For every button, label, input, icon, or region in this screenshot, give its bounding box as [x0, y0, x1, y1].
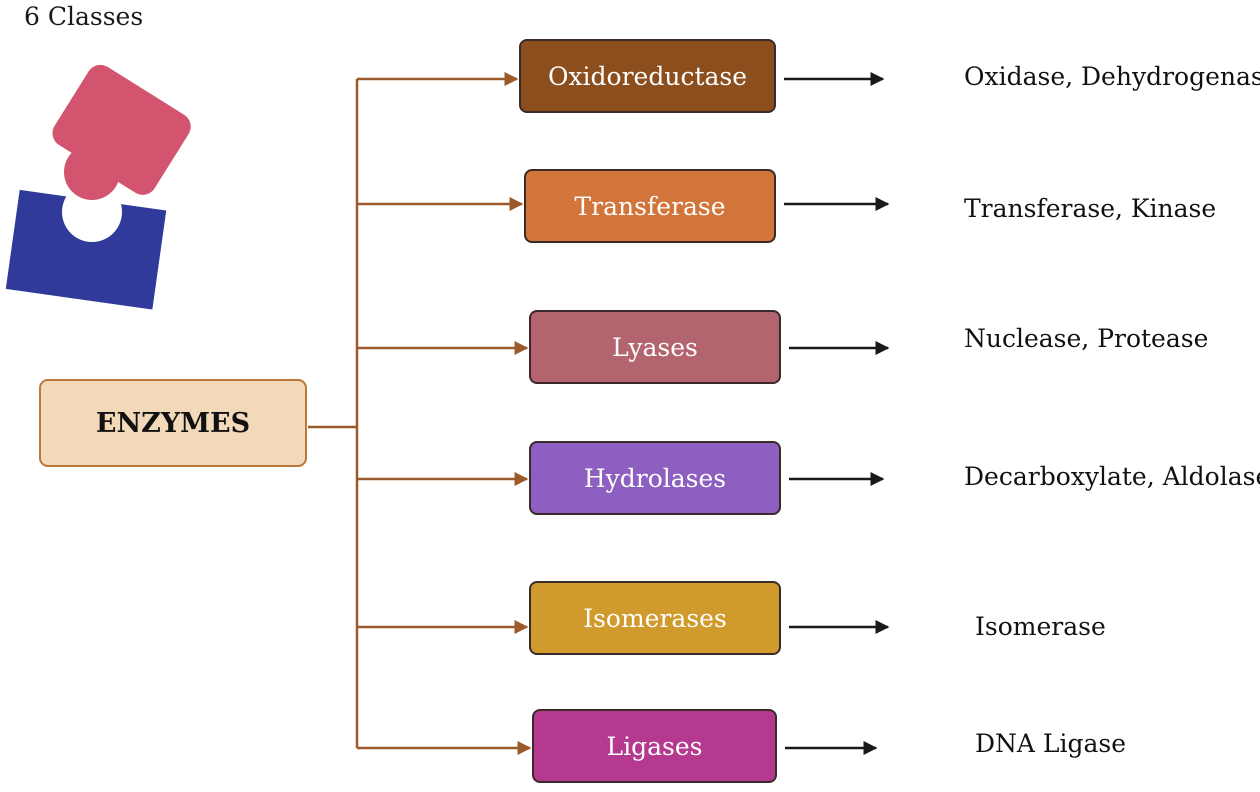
- substrate-lobe: [64, 144, 120, 200]
- class-box-transferase: Transferase: [524, 169, 776, 243]
- class-box-oxidoreductase: Oxidoreductase: [519, 39, 776, 113]
- class-box-ligases: Ligases: [532, 709, 777, 783]
- enzymes-root-node: ENZYMES: [39, 379, 307, 467]
- enzyme-substrate-icon: [5, 64, 191, 310]
- example-hydrolases: Decarboxylate, Aldolase: [964, 462, 1260, 491]
- example-isomerases: Isomerase: [975, 612, 1106, 641]
- enzyme-shape: [5, 189, 167, 310]
- example-ligases: DNA Ligase: [975, 729, 1127, 758]
- class-box-lyases: Lyases: [529, 310, 781, 384]
- class-box-hydrolases: Hydrolases: [529, 441, 781, 515]
- class-box-isomerases: Isomerases: [529, 581, 781, 655]
- example-transferase: Transferase, Kinase: [964, 194, 1217, 223]
- example-lyases: Nuclease, Protease: [964, 324, 1209, 353]
- diagram-title: 6 Classes: [24, 2, 144, 31]
- example-arrows: [784, 72, 890, 755]
- example-oxidoreductase: Oxidase, Dehydrogenase: [964, 62, 1260, 91]
- active-site-notch: [62, 182, 122, 242]
- connectors: [308, 72, 532, 755]
